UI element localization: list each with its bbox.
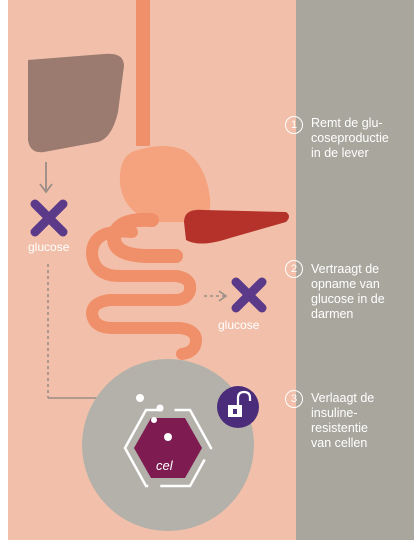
cross-icon <box>30 199 68 237</box>
pancreas-shape <box>184 209 289 244</box>
step-number-2: 2 <box>285 260 303 278</box>
stomach-shape <box>119 146 211 222</box>
step-3-line-4: van cellen <box>311 436 368 450</box>
step-2-line-3: glucose in de <box>311 292 385 306</box>
intestine-arrowhead <box>218 290 228 302</box>
liver-arrowhead <box>39 183 53 194</box>
step-3-line-2: insuline- <box>311 406 358 420</box>
step-text-3: Verlaagt de insuline- resistentie van ce… <box>311 391 411 451</box>
cell-label: cel <box>156 458 173 473</box>
info-panel <box>296 0 414 540</box>
step-3-line-1: Verlaagt de <box>311 391 375 405</box>
liver-shape <box>28 53 124 153</box>
glucose-dot <box>136 394 144 402</box>
step-2-line-4: darmen <box>311 307 354 321</box>
intestines <box>86 225 202 360</box>
glucose-dot <box>156 404 164 412</box>
step-1-line-1: Remt de glu- <box>311 116 383 130</box>
glucose-label-right: glucose <box>218 318 260 332</box>
unlocked-padlock-icon <box>217 386 259 428</box>
step-1-line-3: in de lever <box>311 146 369 160</box>
step-2-line-1: Vertraagt de <box>311 262 380 276</box>
cell-hex <box>134 418 202 478</box>
glucose-label-left: glucose <box>28 240 70 254</box>
step-2-line-2: opname van <box>311 277 380 291</box>
step-number-1: 1 <box>285 116 303 134</box>
step-text-1: Remt de glu- coseproductie in de lever <box>311 116 411 161</box>
step-text-2: Vertraagt de opname van glucose in de da… <box>311 262 411 322</box>
step-1-line-2: coseproductie <box>311 131 389 145</box>
glucose-dot <box>151 417 157 423</box>
cross-icon <box>231 277 267 313</box>
step-3-line-3: resistentie <box>311 421 368 435</box>
glucose-dot <box>164 433 172 441</box>
duodenum <box>106 212 183 263</box>
cell-hex-outline <box>123 408 213 488</box>
step-number-3: 3 <box>285 390 303 408</box>
